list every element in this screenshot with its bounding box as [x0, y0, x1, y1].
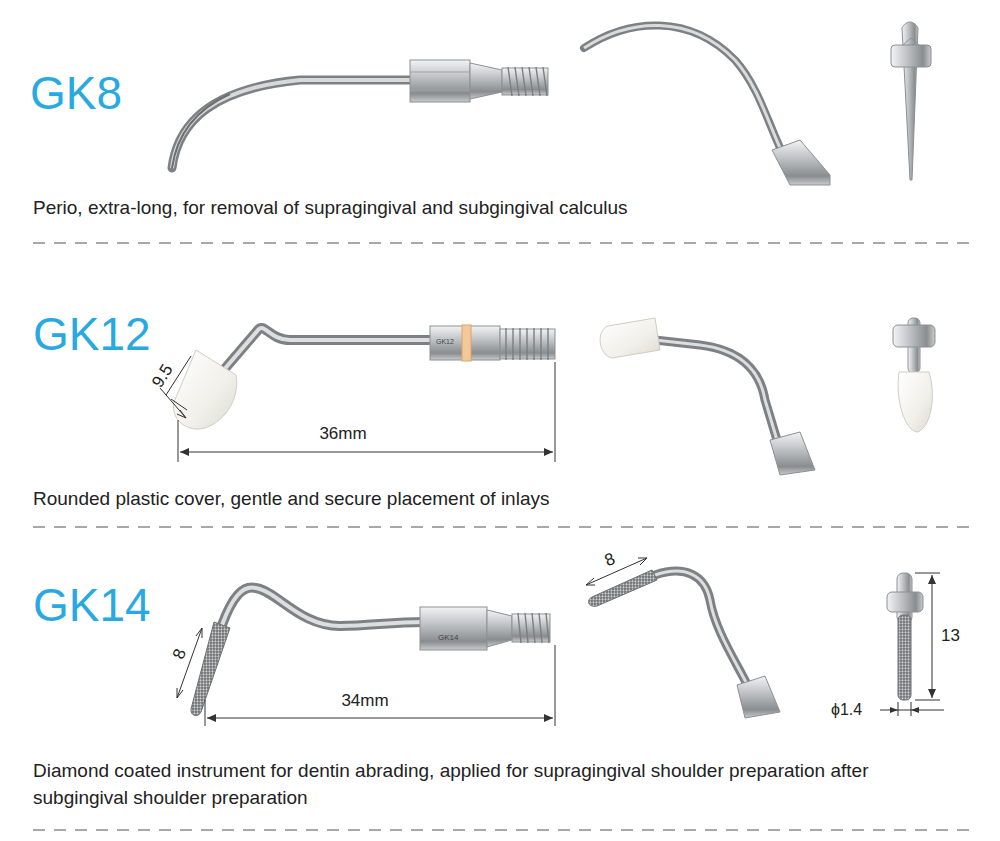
- gk8-side-view: [172, 60, 548, 168]
- gk12-oblique-view: [600, 318, 815, 475]
- gk14-side-view: [177, 588, 555, 726]
- gk8-front-view: [891, 22, 931, 180]
- gk14-front-view: [880, 573, 944, 716]
- gk12-front-view: [893, 318, 935, 432]
- separator: [33, 243, 975, 830]
- dimension-value: 13: [941, 626, 960, 646]
- dimension-value: 9.5: [148, 361, 178, 392]
- engraved-code: GK14: [438, 633, 458, 643]
- gk12-side-view: [160, 325, 555, 462]
- gk14-oblique-view: [586, 558, 780, 718]
- dimension-value: 36mm: [319, 424, 366, 444]
- gk8-oblique-view: [584, 25, 830, 185]
- product-code: GK14: [33, 578, 151, 633]
- product-code: GK12: [33, 307, 151, 362]
- product-description: Rounded plastic cover, gentle and secure…: [33, 488, 549, 511]
- product-code: GK8: [30, 66, 122, 121]
- dimension-value: ϕ1.4: [829, 700, 864, 719]
- product-description: Diamond coated instrument for dentin abr…: [33, 758, 913, 811]
- engraved-code: GK12: [436, 338, 454, 346]
- dimension-value: 8: [602, 549, 618, 571]
- dimension-value: 8: [169, 646, 191, 662]
- product-description: Perio, extra-long, for removal of suprag…: [33, 197, 628, 220]
- dimension-value: 34mm: [341, 691, 388, 711]
